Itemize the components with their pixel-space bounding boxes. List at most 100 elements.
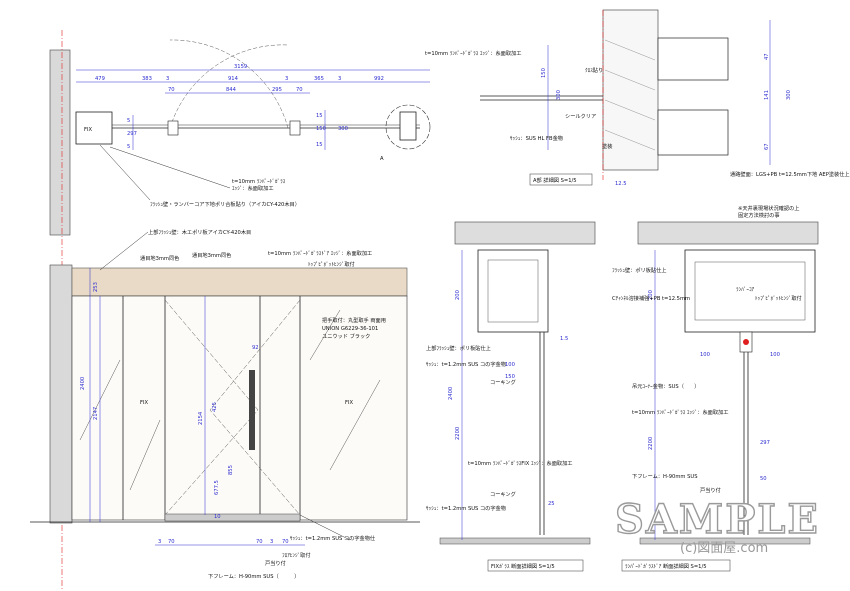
elev-swing-left <box>164 299 259 516</box>
fix-title: FIXｶﾞﾗｽ 断面詳細図 S=1/5 <box>491 562 555 570</box>
detail-a-note-cross: ｸﾛｽ貼り <box>585 66 603 74</box>
detail-a-hatch <box>604 39 656 151</box>
detail-a-dim-47: 47 <box>764 53 770 60</box>
fix-dim-150: 150 <box>505 374 515 380</box>
detail-a-note-sash: ｻｯｼｭ：SUS HL FB金物 <box>510 134 563 142</box>
door-note-ceiling1: ※天井裏現場状況確認の上 <box>738 204 799 212</box>
plan-leader-wall <box>99 144 151 201</box>
elev-dim-b3b: 3 <box>270 539 273 545</box>
elev-dim-253: 253 <box>93 282 99 292</box>
elev-leader-top <box>99 231 149 271</box>
door-dim-100b: 100 <box>770 352 780 358</box>
plan-note-wall: ﾌﾗｯｼｭ壁・ランバーコア下地ポリ合板貼り（アイカCY-420木目） <box>150 200 300 208</box>
fix-head-inner <box>487 259 539 323</box>
elev-dim-2147: 2147 <box>93 407 99 420</box>
elev-note-glass: t=10mm ﾗﾝﾊﾟｰﾄﾞｶﾞﾗｽﾄﾞｱ ｴｯｼﾞ：糸面取加工 <box>268 249 372 257</box>
plan-fix-box <box>75 111 113 145</box>
door-note-lumber: ﾗﾝﾊﾞｰｺｱ <box>736 286 755 293</box>
fix-dim-200: 200 <box>455 290 461 300</box>
plan-leader-glass <box>109 146 231 189</box>
elev-dim-b70a: 70 <box>168 539 175 545</box>
detail-a-title: A部 詳細図 S=1/5 <box>533 176 577 184</box>
detail-fix-view: 200 2400 2200 150 100 1.5 25 上部ﾌﾗｯｼｭ壁：ポリ… <box>426 221 596 572</box>
elev-note-reveal2: 通目地3mm同色 <box>192 251 231 259</box>
fix-ceiling-slab <box>454 221 596 245</box>
plan-dim-15a: 15 <box>316 113 323 119</box>
elev-dim-855: 855 <box>228 465 234 475</box>
detail-a-dim-150: 150 <box>541 68 547 78</box>
elev-dim-b70b: 70 <box>256 539 263 545</box>
elev-dim-677: 677.5 <box>214 480 220 495</box>
plan-door-swing <box>169 44 289 129</box>
elev-note-handle1: 把手取付：丸型取手 両面用 <box>322 316 386 324</box>
plan-dim-5a: 5 <box>127 118 130 124</box>
plan-dim-992: 992 <box>374 76 384 82</box>
door-note-corner: 吊元ｺｰﾅｰ金物：SUS（ ） <box>632 382 699 390</box>
door-dim-297: 297 <box>760 440 770 446</box>
detail-a-block-top <box>657 37 729 81</box>
elev-note-bottom: 下フレーム：H-90mm SUS（ ） <box>208 573 299 580</box>
elev-fix-right: FIX <box>345 400 354 406</box>
fix-floor <box>439 537 591 545</box>
detail-a-dim-300b: 300 <box>786 90 792 100</box>
elev-dim-92: 92 <box>252 345 259 351</box>
fix-note-sash2: ｻｯｼｭ：t=1.2mm SUS コの字金物 <box>426 504 506 512</box>
detail-a-note-glass: t=10mm ﾗﾝﾊﾟｰﾄﾞｶﾞﾗｽ ｴｯｼﾞ：糸面取加工 <box>425 49 521 57</box>
door-note-pivot: ﾄｯﾌﾟﾋﾟﾎﾞｯﾄﾋﾝｼﾞ取付 <box>755 294 802 302</box>
elev-dim-b3a: 3 <box>158 539 161 545</box>
plan-dim-70b: 70 <box>296 87 303 93</box>
detail-a-block-bottom <box>657 109 729 156</box>
plan-left-wall <box>49 49 71 236</box>
elev-left-wall <box>49 264 73 524</box>
plan-note-glass: t=10mm ﾗﾝﾊﾟｰﾄﾞｶﾞﾗｽ <box>232 177 286 185</box>
elev-glass-mark-3 <box>309 309 341 361</box>
fix-title-box <box>487 559 584 572</box>
elev-swing-right <box>209 299 301 516</box>
plan-view: FIX A 3159 479 383 3 914 3 365 3 992 70 … <box>49 30 431 590</box>
elev-bottom-frame <box>164 513 301 522</box>
door-pivot-point <box>743 339 749 345</box>
elev-top-beam <box>71 267 408 297</box>
fix-note-sash: ｻｯｼｭ：t=1.2mm SUS コの字金物 <box>426 360 506 368</box>
fix-note-glass: t=10mm ﾗﾝﾊﾟｰﾄﾞｶﾞﾗｽFIX ｴｯｼﾞ：糸面取加工 <box>468 459 573 467</box>
plan-dim-15b: 15 <box>316 142 323 148</box>
door-note-bottom: 下フレーム：H-90mm SUS <box>632 473 697 480</box>
elev-glass-mark-2 <box>129 419 161 491</box>
plan-section-mark: A <box>380 156 384 162</box>
elev-note-floor: ﾌﾛｱﾋﾝｼﾞ取付 <box>282 551 311 559</box>
plan-pivot-right <box>289 120 301 136</box>
door-dim-2200: 2200 <box>648 437 654 450</box>
elev-note-sash: ｻｯｼｭ：t=1.2mm SUS コの字金物仕 <box>290 534 375 542</box>
elev-note-handle3: ユニウッド ブラック <box>322 332 370 340</box>
plan-dim-300: 300 <box>338 126 348 132</box>
detail-a-dim-141: 141 <box>764 90 770 100</box>
elev-dim-2154: 2154 <box>198 411 204 425</box>
door-head-inner <box>694 261 806 321</box>
fix-dim-25: 25 <box>548 501 555 507</box>
plan-overall-dim: 3159 <box>234 64 247 70</box>
plan-detail-circle <box>385 104 431 150</box>
elev-dim-10: 10 <box>214 514 221 520</box>
door-dim-100a: 100 <box>700 352 710 358</box>
sample-watermark: SAMPLE <box>615 496 820 543</box>
plan-pivot-left <box>167 120 179 136</box>
fix-dim-2200: 2200 <box>455 427 461 440</box>
door-note-top: ﾌﾗｯｼｭ壁：ポリ板貼仕上 <box>612 266 666 274</box>
elev-note-pivot: ﾄｯﾌﾟﾋﾟﾎﾞｯﾄﾋﾝｼﾞ取付 <box>308 260 355 268</box>
elev-leader-sash <box>299 514 351 541</box>
fix-note-caulk: コーキング <box>490 378 516 386</box>
door-floor <box>639 537 811 545</box>
elev-dim-b70c: 70 <box>282 539 289 545</box>
plan-dim-3c: 3 <box>338 76 341 82</box>
plan-dim-297: 297 <box>127 131 137 137</box>
elev-note-top: 上部ﾌﾗｯｼｭ壁：木エポリ板アイカCY-420木目 <box>148 228 251 236</box>
detail-a-dim-125: 12.5 <box>615 181 627 187</box>
plan-dim-70a: 70 <box>168 87 175 93</box>
door-note-glass: t=10mm ﾗﾝﾊﾟｰﾄﾞｶﾞﾗｽ ｴｯｼﾞ：糸面取加工 <box>632 408 728 416</box>
elev-fix-left: FIX <box>140 400 149 406</box>
plan-fix-label: FIX <box>84 127 93 133</box>
elev-note-handle2: UNION G6229-36-101 <box>322 326 378 332</box>
door-dim-200: 200 <box>648 290 654 300</box>
elev-note-reveal1: 通目地3mm同色 <box>140 254 179 262</box>
